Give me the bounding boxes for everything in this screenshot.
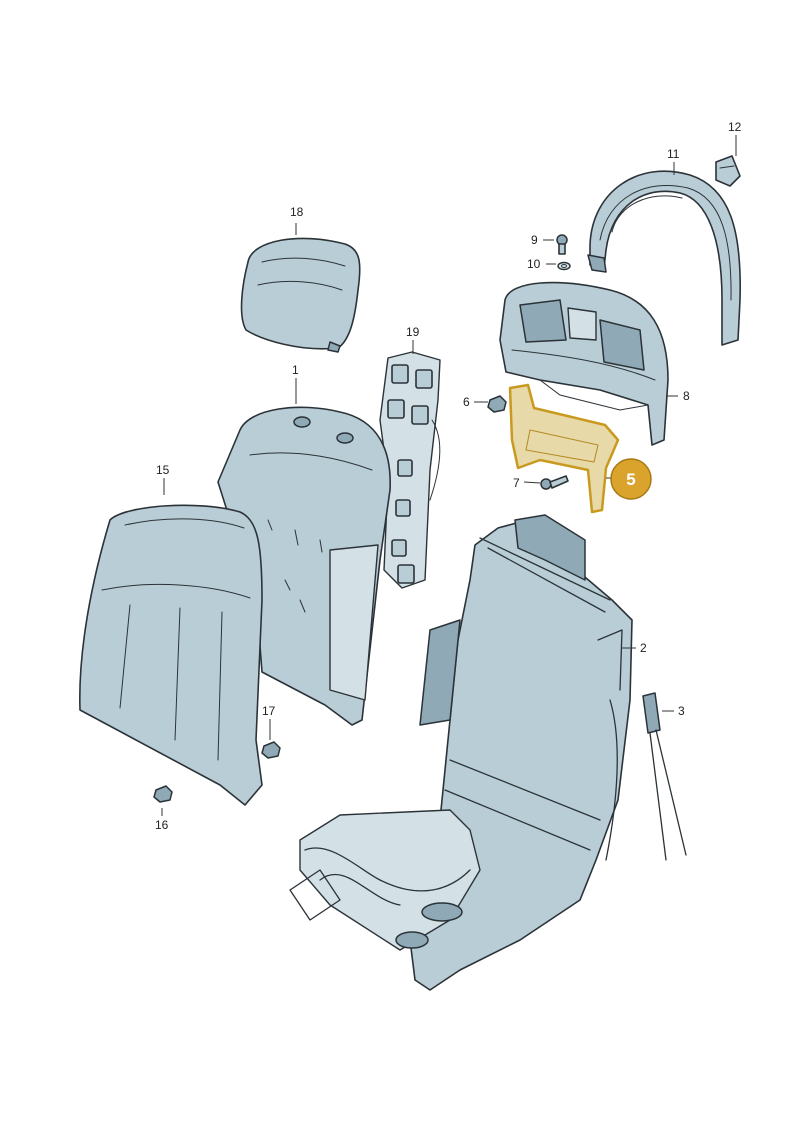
bolt-part-7-drawing[interactable]	[540, 475, 569, 490]
part-labels: 18 1 19 11 12 9 10 8 6 7 15 17 16 2 3	[155, 120, 742, 832]
leader-lines	[161, 135, 737, 816]
headrest-drawing[interactable]	[240, 237, 361, 353]
highlighted-bracket-drawing[interactable]	[508, 383, 620, 514]
nut-part-6-drawing[interactable]	[487, 395, 507, 413]
label-9[interactable]: 9	[531, 233, 538, 247]
label-19[interactable]: 19	[406, 325, 420, 339]
label-8[interactable]: 8	[683, 389, 690, 403]
label-2[interactable]: 2	[640, 641, 647, 655]
highlight-badge-part-5[interactable]: 5	[606, 458, 652, 500]
label-18[interactable]: 18	[290, 205, 304, 219]
label-15[interactable]: 15	[156, 463, 170, 477]
label-6[interactable]: 6	[463, 395, 470, 409]
label-3[interactable]: 3	[678, 704, 685, 718]
sensor-cable-drawing[interactable]	[642, 692, 687, 861]
nuts-drawing[interactable]	[153, 741, 281, 803]
label-7[interactable]: 7	[513, 476, 520, 490]
label-16[interactable]: 16	[155, 818, 169, 832]
upper-frame-panel-drawing[interactable]	[499, 281, 669, 446]
label-11[interactable]: 11	[667, 147, 680, 161]
clip-drawing[interactable]	[715, 155, 741, 187]
lumbar-mat-drawing[interactable]	[379, 351, 441, 589]
backrest-cover-drawing[interactable]	[79, 504, 263, 806]
top-arc-cover-drawing[interactable]	[587, 170, 742, 346]
label-5: 5	[626, 470, 635, 489]
backrest-pad-drawing[interactable]	[217, 406, 391, 726]
label-1[interactable]: 1	[292, 363, 299, 377]
screw-and-washer-drawing[interactable]	[556, 234, 571, 271]
label-12[interactable]: 12	[728, 120, 742, 134]
label-10[interactable]: 10	[527, 257, 541, 271]
label-17[interactable]: 17	[262, 704, 276, 718]
seat-frame-drawing[interactable]	[289, 514, 633, 991]
